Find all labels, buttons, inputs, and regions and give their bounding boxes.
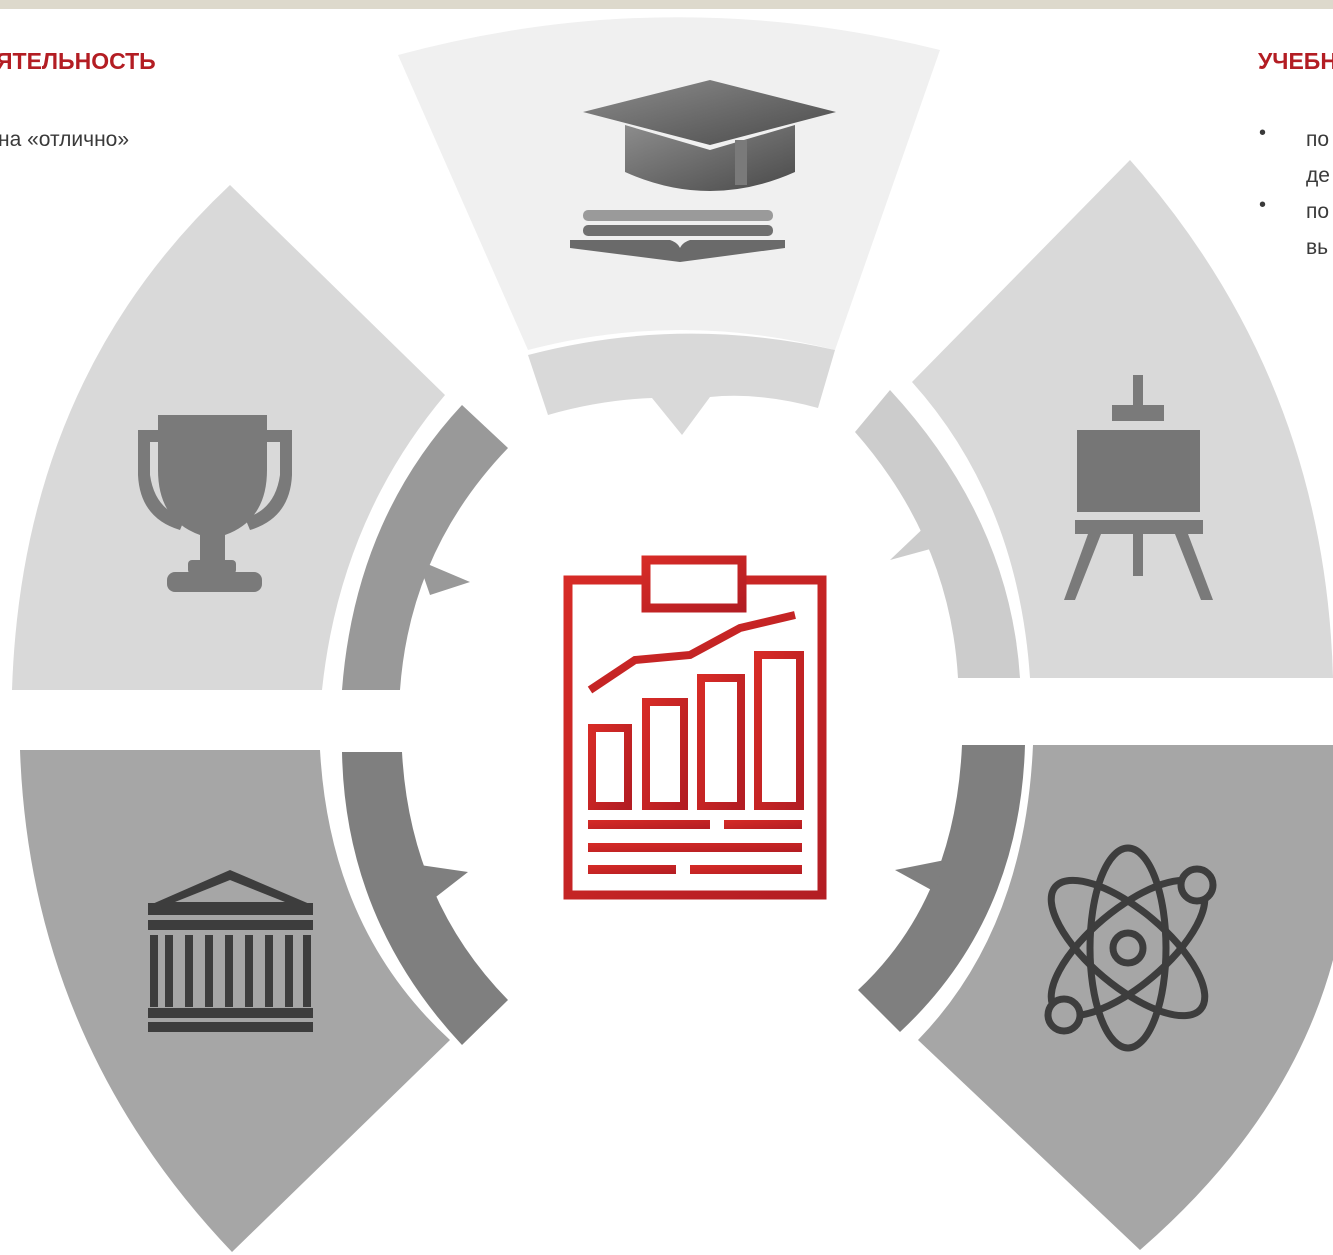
bullet-line: де: [1306, 164, 1330, 187]
left-heading: ЯТЕЛЬНОСТЬ: [0, 48, 156, 74]
ring-notch-lower-right: [895, 860, 945, 892]
left-text-line: на «отлично»: [0, 128, 130, 151]
bullet-marker: •: [1259, 194, 1267, 216]
ring-segment-lower-right: [858, 745, 1025, 1032]
trophy-icon: [138, 415, 292, 592]
bullet-marker: •: [1259, 122, 1267, 144]
ring-segment-top: [528, 333, 835, 435]
right-heading: УЧЕБН: [1258, 48, 1333, 74]
ring-notch-upper-left: [418, 560, 470, 595]
easel-icon: [1064, 375, 1213, 600]
graduation-cap-book-icon: [570, 80, 836, 262]
bullet-line: по: [1306, 200, 1330, 223]
ring-segment-lower-left: [342, 752, 508, 1045]
bullet-line: вь: [1306, 236, 1329, 259]
bullet-line: по: [1306, 128, 1330, 151]
clipboard-chart-icon: [563, 555, 827, 900]
university-building-icon: [148, 870, 313, 1032]
ring-notch-upper-right: [890, 520, 945, 560]
ring-notch-lower-left: [420, 865, 468, 900]
top-bar: [0, 0, 1333, 9]
petal-lower-left: [20, 750, 450, 1252]
ring-segment-upper-left: [342, 405, 508, 690]
atom-icon: [1044, 844, 1217, 1052]
